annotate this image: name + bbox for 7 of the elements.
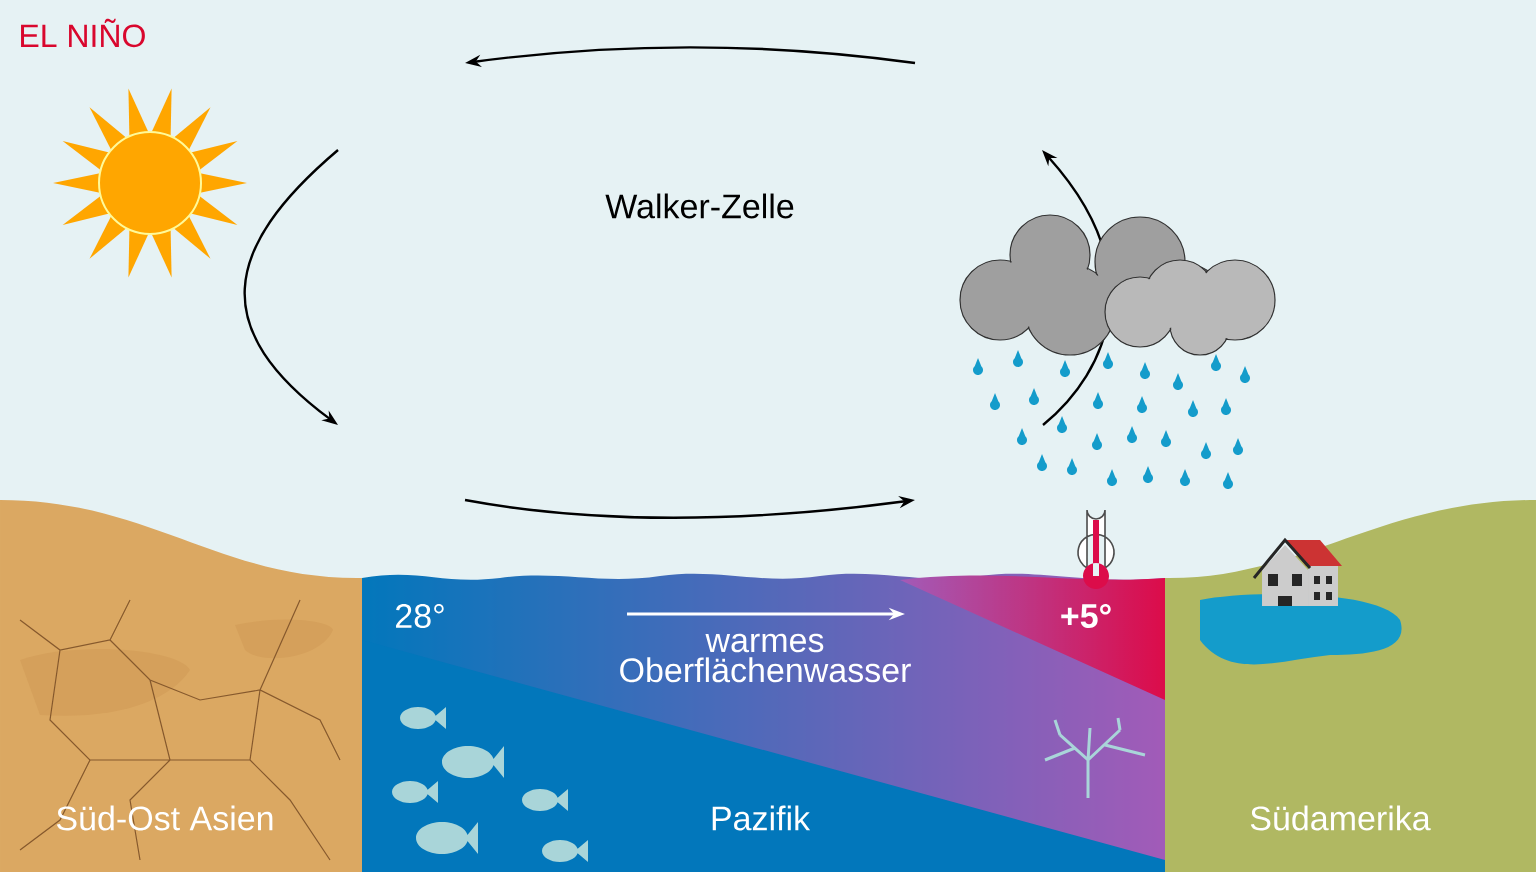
- diagram-label: Walker-Zelle: [605, 193, 794, 219]
- temperature-label: 28°: [396, 603, 444, 629]
- node-label: Pazifik: [712, 805, 811, 831]
- land-region: Süd-Ost Asien: [0, 500, 362, 872]
- current-label: warmes Oberflächenwasser: [620, 633, 911, 683]
- title: EL NIÑO: [21, 18, 145, 48]
- temperature-label: +5°: [1061, 604, 1111, 628]
